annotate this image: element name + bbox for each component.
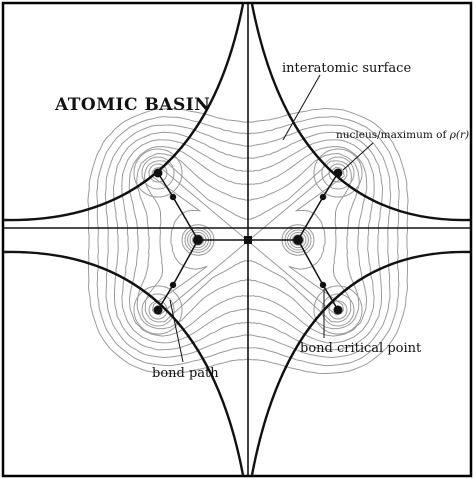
bond-critical-points [169,193,327,289]
surface-lower-left [3,250,245,476]
bcp-upper-right [319,193,327,201]
nuclei [153,168,343,315]
nucleus-center-right [293,235,303,245]
contour-nucleus-3-1 [321,293,355,327]
bcp-lower-right [319,281,327,289]
bond-path-label: bond path [152,366,219,381]
bcp-lower-left [169,281,177,289]
contour-nucleus-2-1 [321,156,355,190]
contour-outer-0 [87,107,409,375]
contour-nucleus-3-2 [313,285,363,335]
nucleus-label-prefix: nucleus/maximum of [336,129,450,141]
leader-lines [169,74,374,363]
contour-outer-7 [143,160,353,323]
contour-outer-2 [104,124,392,359]
nucleus-lower-left [153,305,163,315]
contour-nucleus-0-2 [133,148,183,198]
leader-nucleus [342,142,374,171]
nucleus-upper-right [333,168,343,178]
contour-nucleus-1-1 [141,293,175,327]
interatomic-surfaces [3,3,471,476]
nucleus-upper-left [153,168,163,178]
contour-nucleus-0-0 [148,163,168,183]
contour-outer-5 [128,146,368,337]
nucleus-center-left [193,235,203,245]
contour-outer-3 [113,131,383,351]
contour-nucleus-3-0 [328,300,348,320]
density-contours [87,107,409,375]
contour-outer-8 [151,166,345,316]
leader-bond-path [169,299,184,363]
nucleus-label: nucleus/maximum of ρ(r) [336,129,469,141]
bcp-center [244,236,252,244]
contour-nucleus-2-0 [328,163,348,183]
contour-nucleus-2-2 [313,148,363,198]
bond-critical-point-label: bond critical point [300,341,422,356]
surface-upper-right [250,3,471,222]
nucleus-lower-right [333,305,343,315]
contour-outer-4 [121,139,375,344]
contour-nucleus-1-2 [133,285,183,335]
contour-nucleus-0-1 [141,156,175,190]
contour-outer-1 [96,116,400,367]
rho-symbol: ρ(r) [449,129,469,141]
leader-interatomic-surface [282,74,321,141]
atomic-basin-label: ATOMIC BASIN [54,95,210,115]
interatomic-surface-label: interatomic surface [282,61,411,76]
surface-upper-left [3,3,245,222]
surface-lower-right [250,250,471,476]
contour-outer-6 [136,152,360,330]
bcp-upper-left [169,193,177,201]
